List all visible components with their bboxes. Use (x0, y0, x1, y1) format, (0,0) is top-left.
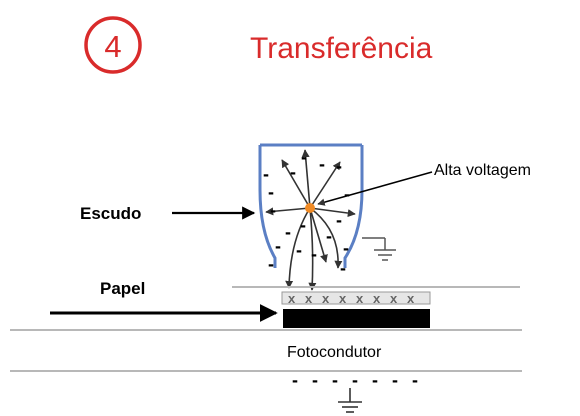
charge: - (412, 370, 418, 390)
charge: - (292, 370, 298, 390)
toner-marks: x x x x x x x x (288, 291, 415, 306)
charge: - (268, 254, 274, 274)
step-title: Transferência (250, 32, 433, 65)
label-high-voltage: Alta voltagem (434, 162, 531, 179)
charge: - (300, 215, 306, 235)
paper-sheet (281, 291, 431, 305)
charge: - (326, 226, 332, 246)
charge: - (301, 147, 307, 167)
charge: - (352, 370, 358, 390)
toner-layer (283, 309, 430, 328)
toner-mark: x (390, 291, 398, 306)
step-number: 4 (104, 29, 121, 64)
charge: - (392, 370, 398, 390)
charge: - (268, 182, 274, 202)
charge: - (336, 210, 342, 230)
bottom-charges: - - - - - - - (292, 370, 418, 390)
charge: - (372, 370, 378, 390)
charge: - (285, 222, 291, 242)
charge: - (311, 244, 317, 264)
shield-charges: - - - - - - - - - - - - - - - - - - (263, 147, 350, 278)
step-number-badge (84, 16, 142, 74)
toner-mark: x (322, 291, 330, 306)
charge: - (344, 184, 350, 204)
charge: - (336, 156, 342, 176)
toner-mark: x (356, 291, 364, 306)
charge: - (296, 240, 302, 260)
charge: - (343, 238, 349, 258)
toner-mark: x (305, 291, 313, 306)
charge: - (270, 200, 276, 220)
high-voltage-pointer (317, 171, 433, 206)
charge: - (312, 370, 318, 390)
toner-mark: x (288, 291, 296, 306)
charge: - (290, 162, 296, 182)
label-photoconductor: Fotocondutor (287, 344, 382, 361)
charge: - (340, 258, 346, 278)
photoconductor-ground-icon (338, 388, 362, 413)
label-paper: Papel (100, 279, 145, 298)
field-lines (265, 149, 356, 291)
corona-wire (305, 203, 315, 213)
toner-mark: x (407, 291, 415, 306)
charge: - (263, 164, 269, 184)
toner-mark: x (373, 291, 381, 306)
label-shield: Escudo (80, 204, 141, 223)
charge: - (275, 236, 281, 256)
charge: - (332, 370, 338, 390)
charge: - (319, 154, 325, 174)
shield-ground-icon (362, 237, 396, 261)
toner-mark: x (339, 291, 347, 306)
